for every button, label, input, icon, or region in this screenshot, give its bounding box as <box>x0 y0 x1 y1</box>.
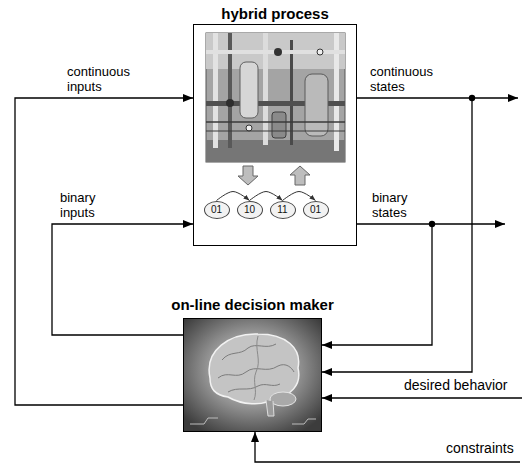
output-line <box>472 97 518 98</box>
input-line <box>322 397 522 398</box>
plant-pipe <box>263 33 268 145</box>
plant-photo <box>206 33 345 162</box>
input-label: constraints <box>446 440 514 456</box>
plant-valve <box>274 48 282 56</box>
output-line <box>432 223 505 224</box>
state-code: 01 <box>310 204 321 216</box>
plant-tank <box>272 112 286 138</box>
signal-label: binary states <box>372 190 422 220</box>
signal-line <box>15 98 193 405</box>
brain-fold <box>254 336 258 400</box>
connector-group <box>15 98 472 405</box>
plant-gauge <box>246 125 252 131</box>
box-heading: hybrid process <box>221 5 329 22</box>
transition-arc <box>217 192 250 201</box>
state-code: 10 <box>244 204 255 216</box>
signal-label: continuous states <box>370 64 440 94</box>
brain-fold <box>228 384 280 392</box>
plant-wall <box>206 33 345 69</box>
box-heading: on-line decision maker <box>171 296 334 313</box>
brain-picture <box>183 318 322 432</box>
block-arrow-down <box>238 166 258 185</box>
transition-arc <box>250 192 283 201</box>
brain-stem <box>266 400 274 416</box>
state-circle: 11 <box>270 201 296 219</box>
plant-gauge <box>317 49 323 55</box>
signal-line <box>322 224 432 345</box>
state-code: 11 <box>277 204 287 216</box>
brain-fold <box>222 344 276 360</box>
plant-floor <box>206 140 345 162</box>
transition-arc <box>283 192 316 201</box>
plant-valve <box>226 99 234 107</box>
signal-label: binary inputs <box>60 190 110 220</box>
state-circle: 10 <box>237 201 263 219</box>
process-box: hybrid process01101101 <box>193 24 357 246</box>
brain-cerebellum <box>270 392 296 406</box>
plant-railing <box>206 121 345 123</box>
block-arrow-up <box>290 166 310 185</box>
signal-line <box>322 98 472 372</box>
plant-tank <box>305 74 328 136</box>
input-line <box>255 432 520 462</box>
state-code: 01 <box>211 204 222 216</box>
signal-line <box>52 224 193 335</box>
brain-circuit <box>190 418 316 424</box>
plant-railing <box>206 131 345 132</box>
input-label: desired behavior <box>404 377 508 393</box>
decision-box: on-line decision maker <box>183 318 322 432</box>
plant-tank <box>240 62 258 118</box>
state-circle: 01 <box>204 201 230 219</box>
signal-label: continuous inputs <box>67 64 137 94</box>
plant-pipe <box>290 40 293 145</box>
state-circle: 01 <box>303 201 329 219</box>
